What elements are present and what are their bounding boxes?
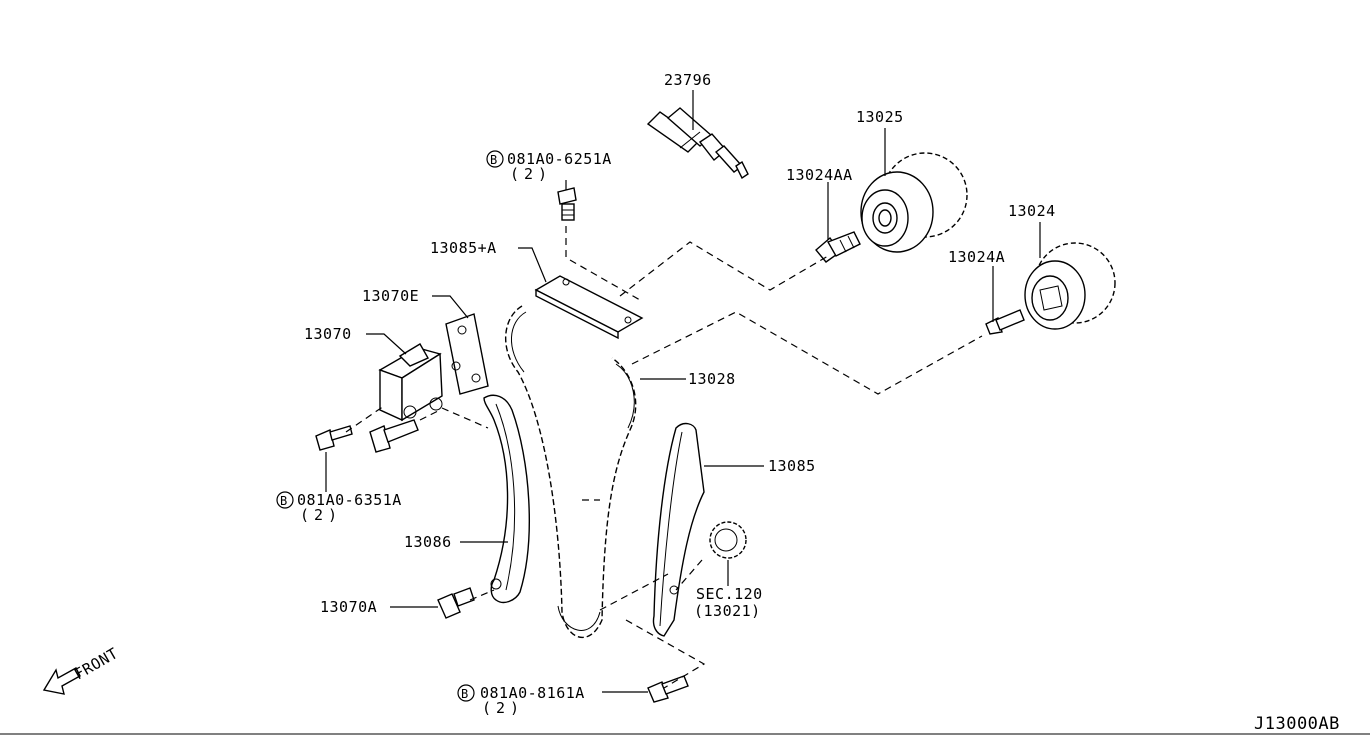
part-13024AA-bolt[interactable] — [815, 231, 861, 263]
part-13086-slack-guide[interactable] — [483, 394, 530, 604]
qty-081A0-6251A: (2) — [510, 165, 552, 183]
qty-081A0-6351A: (2) — [300, 506, 342, 524]
front-arrow-icon — [42, 667, 81, 695]
part-tensioner-plunger[interactable] — [369, 419, 419, 453]
bolt-081A0-6251A[interactable] — [557, 187, 577, 221]
label-sec120: SEC.120 — [696, 585, 763, 603]
leader-lines — [325, 90, 1041, 693]
part-13024-cam-sprocket[interactable] — [1024, 242, 1116, 330]
label-13025: 13025 — [856, 108, 904, 126]
label-13021: (13021) — [694, 602, 761, 620]
part-13024A-bolt[interactable] — [985, 309, 1025, 335]
part-23796-sensor[interactable] — [646, 107, 749, 180]
label-081A0-8161A: 081A0-8161A — [480, 684, 585, 702]
label-081A0-6351A: 081A0-6351A — [297, 491, 402, 509]
bolt-marker-8161: B — [461, 687, 469, 701]
label-13085: 13085 — [768, 457, 816, 475]
diagram-id: J13000AB — [1254, 714, 1340, 734]
label-13086: 13086 — [404, 533, 452, 551]
label-13028: 13028 — [688, 370, 736, 388]
label-13024A: 13024A — [948, 248, 1005, 266]
part-13070-tensioner[interactable] — [378, 343, 443, 422]
label-13024: 13024 — [1008, 202, 1056, 220]
part-13085-tension-guide[interactable] — [652, 422, 705, 637]
label-13070E: 13070E — [362, 287, 419, 305]
bolt-081A0-8161A[interactable] — [647, 675, 689, 703]
label-13024AA: 13024AA — [786, 166, 853, 184]
label-13070A: 13070A — [320, 598, 377, 616]
label-13070: 13070 — [304, 325, 352, 343]
bolt-081A0-6351A[interactable] — [315, 425, 353, 451]
part-13028-timing-chain[interactable] — [505, 305, 637, 639]
part-13070A-pivot-bolt[interactable] — [437, 587, 475, 619]
qty-081A0-8161A: (2) — [482, 699, 524, 717]
bolt-marker-icon — [457, 684, 475, 702]
label-13085A: 13085+A — [430, 239, 497, 257]
label-081A0-6251A: 081A0-6251A — [507, 150, 612, 168]
bolt-marker-icon — [486, 150, 504, 168]
bolt-marker-6351: B — [280, 494, 288, 508]
part-13021-crank-sprocket[interactable] — [709, 521, 747, 559]
part-13025-cam-sprocket[interactable] — [860, 152, 968, 253]
part-13085A-guide[interactable] — [534, 275, 644, 340]
part-13070E-gasket[interactable] — [445, 313, 489, 395]
bolt-marker-icon — [276, 491, 294, 509]
label-23796: 23796 — [664, 71, 712, 89]
front-label: FRONT — [71, 644, 121, 683]
bolt-marker-6251: B — [490, 153, 498, 167]
